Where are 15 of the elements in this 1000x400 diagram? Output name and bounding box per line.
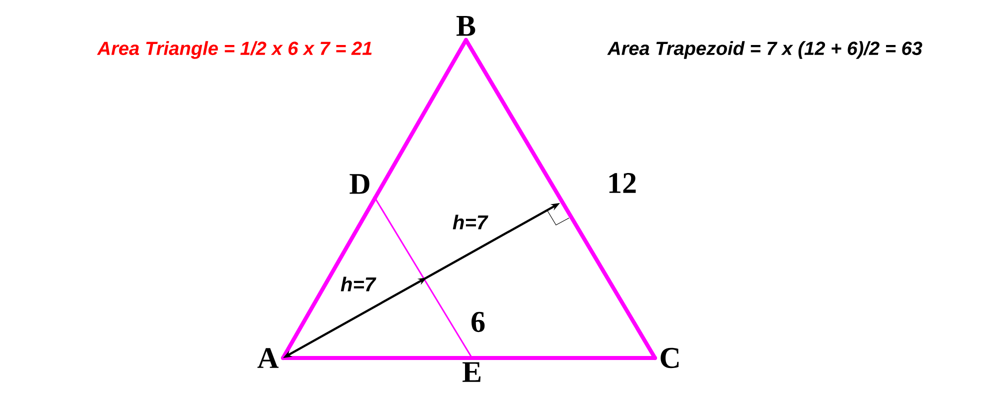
- vertex-label: B: [456, 16, 476, 36]
- triangle-side: [374, 197, 473, 359]
- vertex-label: C: [660, 348, 679, 368]
- height-label: h=7: [452, 214, 488, 230]
- area-formula: Area Trapezoid = 7 x (12 + 6)/2 = 63: [607, 41, 922, 59]
- triangle-side: [373, 38, 468, 200]
- triangle-side: [470, 356, 657, 360]
- length-label: 6: [472, 312, 485, 332]
- height-label: h=7: [340, 276, 376, 292]
- vertex-label: D: [350, 174, 370, 194]
- area-formula: Area Triangle = 1/2 x 6 x 7 = 21: [96, 41, 372, 59]
- triangle-side: [281, 356, 474, 360]
- vertex-label: E: [462, 362, 480, 382]
- length-label: 12: [609, 173, 636, 193]
- vertex-label: A: [257, 348, 279, 368]
